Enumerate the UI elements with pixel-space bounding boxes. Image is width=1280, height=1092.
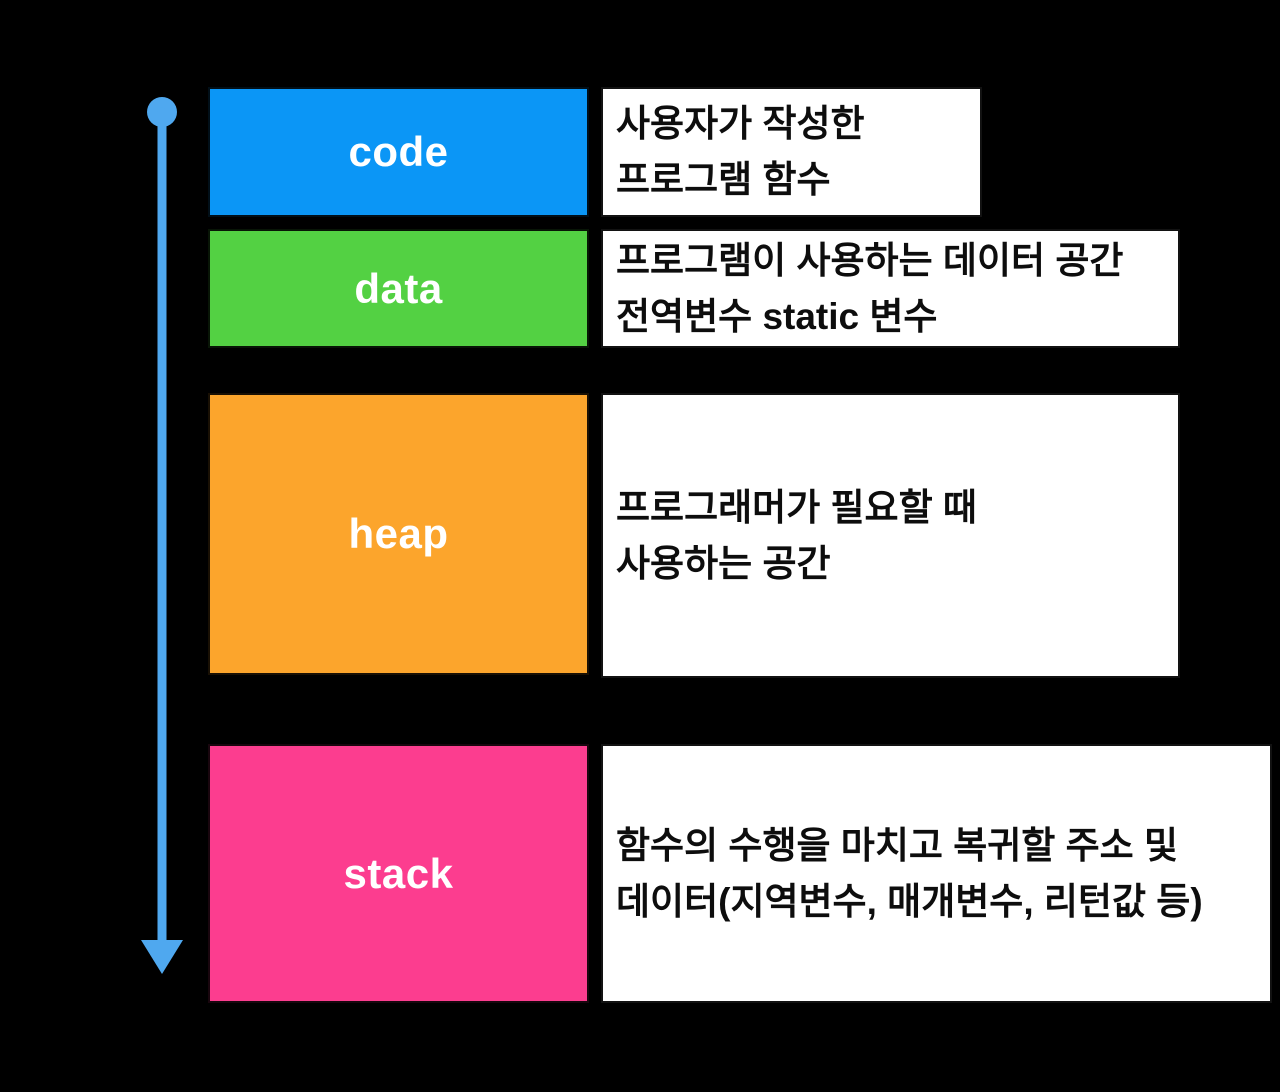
address-flow-arrow-icon: [141, 97, 183, 974]
description-line: 프로그램 함수: [616, 159, 831, 200]
description-line: 데이터(지역변수, 매개변수, 리턴값 등): [616, 880, 1203, 922]
description-box-heap: 프로그래머가 필요할 때 사용하는 공간: [601, 393, 1180, 678]
segment-label-stack: stack: [343, 849, 454, 897]
segment-box-heap: heap: [208, 393, 589, 675]
description-line: 함수의 수행을 마치고 복귀할 주소 및: [616, 824, 1178, 866]
segment-label-data: data: [354, 264, 443, 312]
description-box-data: 프로그램이 사용하는 데이터 공간 전역변수 static 변수: [601, 229, 1180, 348]
description-line: 프로그램이 사용하는 데이터 공간: [616, 239, 1124, 281]
segment-label-code: code: [348, 128, 449, 175]
description-box-stack: 함수의 수행을 마치고 복귀할 주소 및 데이터(지역변수, 매개변수, 리턴값…: [601, 744, 1272, 1003]
description-line: 사용하는 공간: [616, 542, 831, 584]
description-line: 프로그래머가 필요할 때: [616, 486, 977, 528]
description-line: 전역변수 static 변수: [616, 295, 938, 337]
arrow-head: [141, 940, 183, 974]
segment-box-data: data: [208, 229, 589, 348]
description-box-code: 사용자가 작성한 프로그램 함수: [601, 87, 982, 217]
segment-box-code: code: [208, 87, 589, 217]
segment-label-heap: heap: [348, 510, 449, 557]
segment-box-stack: stack: [208, 744, 589, 1003]
description-line: 사용자가 작성한: [616, 103, 865, 144]
